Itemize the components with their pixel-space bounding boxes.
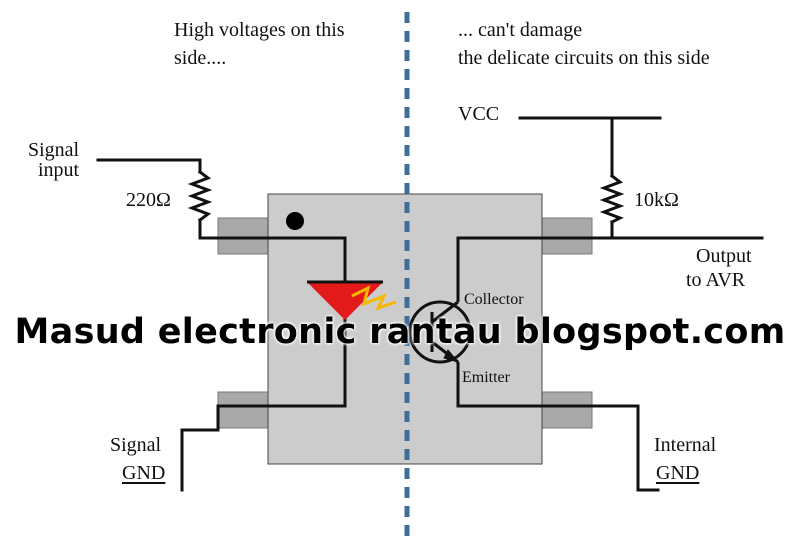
pin-emitter bbox=[539, 391, 593, 429]
collector-label: Collector bbox=[464, 291, 524, 308]
output-label-line1: Output bbox=[696, 245, 752, 267]
output-label-line2: to AVR bbox=[686, 269, 746, 291]
high-voltage-note-line1: High voltages on this bbox=[174, 19, 345, 41]
light-emission bbox=[351, 285, 397, 311]
resistor-10k bbox=[599, 173, 625, 225]
signal-gnd-label-line1: Signal bbox=[110, 434, 162, 456]
high-voltage-note-line2: side.... bbox=[174, 47, 227, 69]
vcc-label: VCC bbox=[458, 103, 500, 125]
pin-anode bbox=[217, 217, 271, 255]
signal-gnd-label-line2: GND bbox=[122, 462, 166, 484]
watermark-text: Masud electronic rantau blogspot.com bbox=[14, 312, 786, 352]
signal-input-label-line2: input bbox=[38, 159, 80, 181]
low-voltage-note-line2: the delicate circuits on this side bbox=[458, 47, 710, 69]
pin-cathode bbox=[217, 391, 271, 429]
low-voltage-note-line1: ... can't damage bbox=[458, 19, 583, 41]
resistor-10k-label: 10kΩ bbox=[634, 189, 679, 211]
resistor-220 bbox=[187, 169, 213, 223]
internal-gnd-label-line2: GND bbox=[656, 462, 700, 484]
internal-gnd-label-line1: Internal bbox=[654, 434, 717, 456]
pin1-marker bbox=[286, 212, 304, 230]
resistor-220-label: 220Ω bbox=[126, 189, 171, 211]
emitter-label: Emitter bbox=[462, 369, 510, 386]
signal-input-label-line1: Signal bbox=[28, 139, 80, 161]
phototransistor bbox=[408, 282, 472, 376]
wires bbox=[96, 116, 764, 492]
pin-collector bbox=[539, 217, 593, 255]
